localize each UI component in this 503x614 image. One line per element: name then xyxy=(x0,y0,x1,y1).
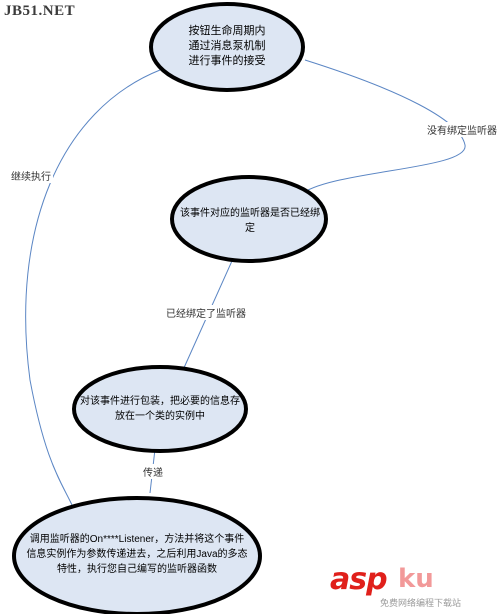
node-2-line: 该事件对应的监听器是否已经绑 xyxy=(180,208,320,219)
node-1-line: 通过消息泵机制 xyxy=(188,40,266,52)
edge-continue xyxy=(25,69,161,506)
watermark-subtitle: 免费网络编程下载站 xyxy=(380,599,462,609)
edge-label-continue: 继续执行 xyxy=(9,168,53,183)
node-4-line: 调用监听器的On****Listener，方法并将这个事件 xyxy=(29,534,245,545)
watermark-brand: asp xyxy=(330,562,388,597)
node-4-line: 特性，执行您自己编写的监听器函数 xyxy=(57,564,217,575)
node-3-text: 对该事件进行包装，把必要的信息存 放在一个类的实例中 xyxy=(74,394,246,424)
node-3-line: 对该事件进行包装，把必要的信息存 xyxy=(80,396,240,407)
node-4-line: 信息实例作为参数传递进去，之后利用Java的多态 xyxy=(26,549,248,560)
node-3-line: 放在一个类的实例中 xyxy=(115,411,205,422)
node-1-line: 按钮生命周期内 xyxy=(188,25,266,37)
edge-not-bound xyxy=(299,59,466,196)
watermark-bottom: asp ku 免费网络编程下载站 xyxy=(330,562,500,612)
node-2-line: 定 xyxy=(245,223,255,234)
node-1-text: 按钮生命周期内 通过消息泵机制 进行事件的接受 xyxy=(172,24,282,69)
edge-label-pass: 传递 xyxy=(141,464,165,479)
node-4-ellipse xyxy=(12,496,262,614)
watermark-brand-cn: ku xyxy=(398,564,434,594)
watermark-top: JB51.NET xyxy=(4,3,76,19)
node-4-text: 调用监听器的On****Listener，方法并将这个事件 信息实例作为参数传递… xyxy=(14,532,260,577)
node-3-ellipse xyxy=(72,365,248,453)
node-2-text: 该事件对应的监听器是否已经绑 定 xyxy=(172,206,328,236)
node-1-line: 进行事件的接受 xyxy=(188,55,266,67)
node-2-ellipse xyxy=(170,175,328,263)
node-1-ellipse xyxy=(149,2,305,92)
edge-label-bound: 已经绑定了监听器 xyxy=(164,305,248,320)
edge-label-not-bound: 没有绑定监听器 xyxy=(425,122,499,137)
